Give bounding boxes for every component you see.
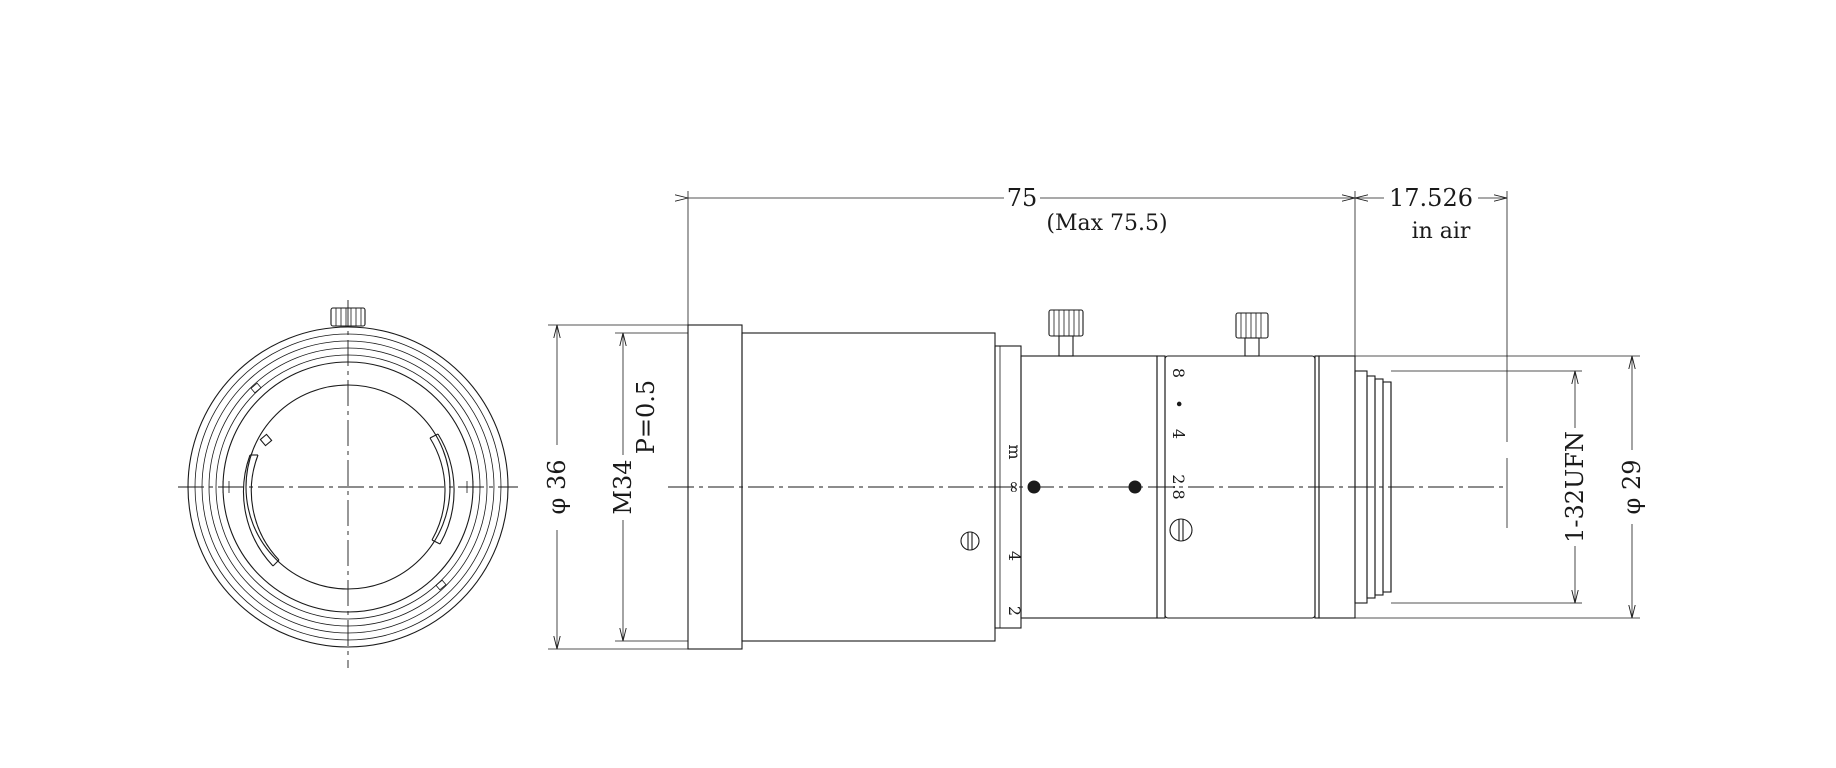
iris-index-dot — [1128, 480, 1142, 494]
focus-mark-infinity: ∞ — [1005, 480, 1024, 493]
set-screw-icon — [960, 531, 980, 551]
front-diameter-label: φ 36 — [543, 460, 571, 515]
iris-mark-4: 4 — [1169, 429, 1188, 439]
iris-mark-dot: • — [1169, 399, 1188, 408]
front-view-lock-screw — [330, 307, 366, 327]
ring — [201, 340, 495, 634]
filter-thread-label: M34 — [609, 459, 637, 514]
lens-aperture — [245, 384, 451, 590]
index-mark — [259, 433, 273, 447]
ring — [215, 354, 481, 620]
overall-length-label: 75 — [1007, 184, 1038, 212]
ring — [194, 333, 502, 641]
slot — [437, 433, 455, 545]
slot — [243, 454, 274, 567]
iris-lock-screw — [1235, 312, 1269, 357]
iris-mark-8: 8 — [1169, 368, 1188, 378]
set-screw-icon — [1169, 518, 1193, 542]
dimensions: 75 (Max 75.5) 17.526 in air φ 36 M34 P=0… — [543, 184, 1646, 650]
flange-back-label: 17.526 — [1389, 184, 1473, 212]
front-view — [178, 300, 518, 668]
iris-mark-2-8: 2.8 — [1169, 474, 1188, 499]
focus-mark-2: 2 — [1005, 606, 1024, 616]
side-view: m ∞ 4 2 8 • 4 2.8 — [668, 309, 1570, 650]
rear-diameter-label: φ 29 — [1618, 460, 1646, 515]
overall-length-max-label: (Max 75.5) — [1046, 211, 1167, 236]
focus-lock-screw — [1048, 309, 1084, 357]
outer-ring — [187, 326, 509, 648]
focus-index-dot — [1027, 480, 1041, 494]
mount-thread-label: 1-32UFN — [1561, 431, 1589, 543]
focus-scale-unit: m — [1005, 444, 1024, 459]
slot — [429, 437, 446, 541]
filter-pitch-label: P=0.5 — [632, 380, 660, 454]
focus-mark-4: 4 — [1005, 551, 1024, 561]
ring — [208, 347, 488, 627]
slot — [250, 454, 280, 561]
flange-back-note: in air — [1412, 219, 1471, 244]
